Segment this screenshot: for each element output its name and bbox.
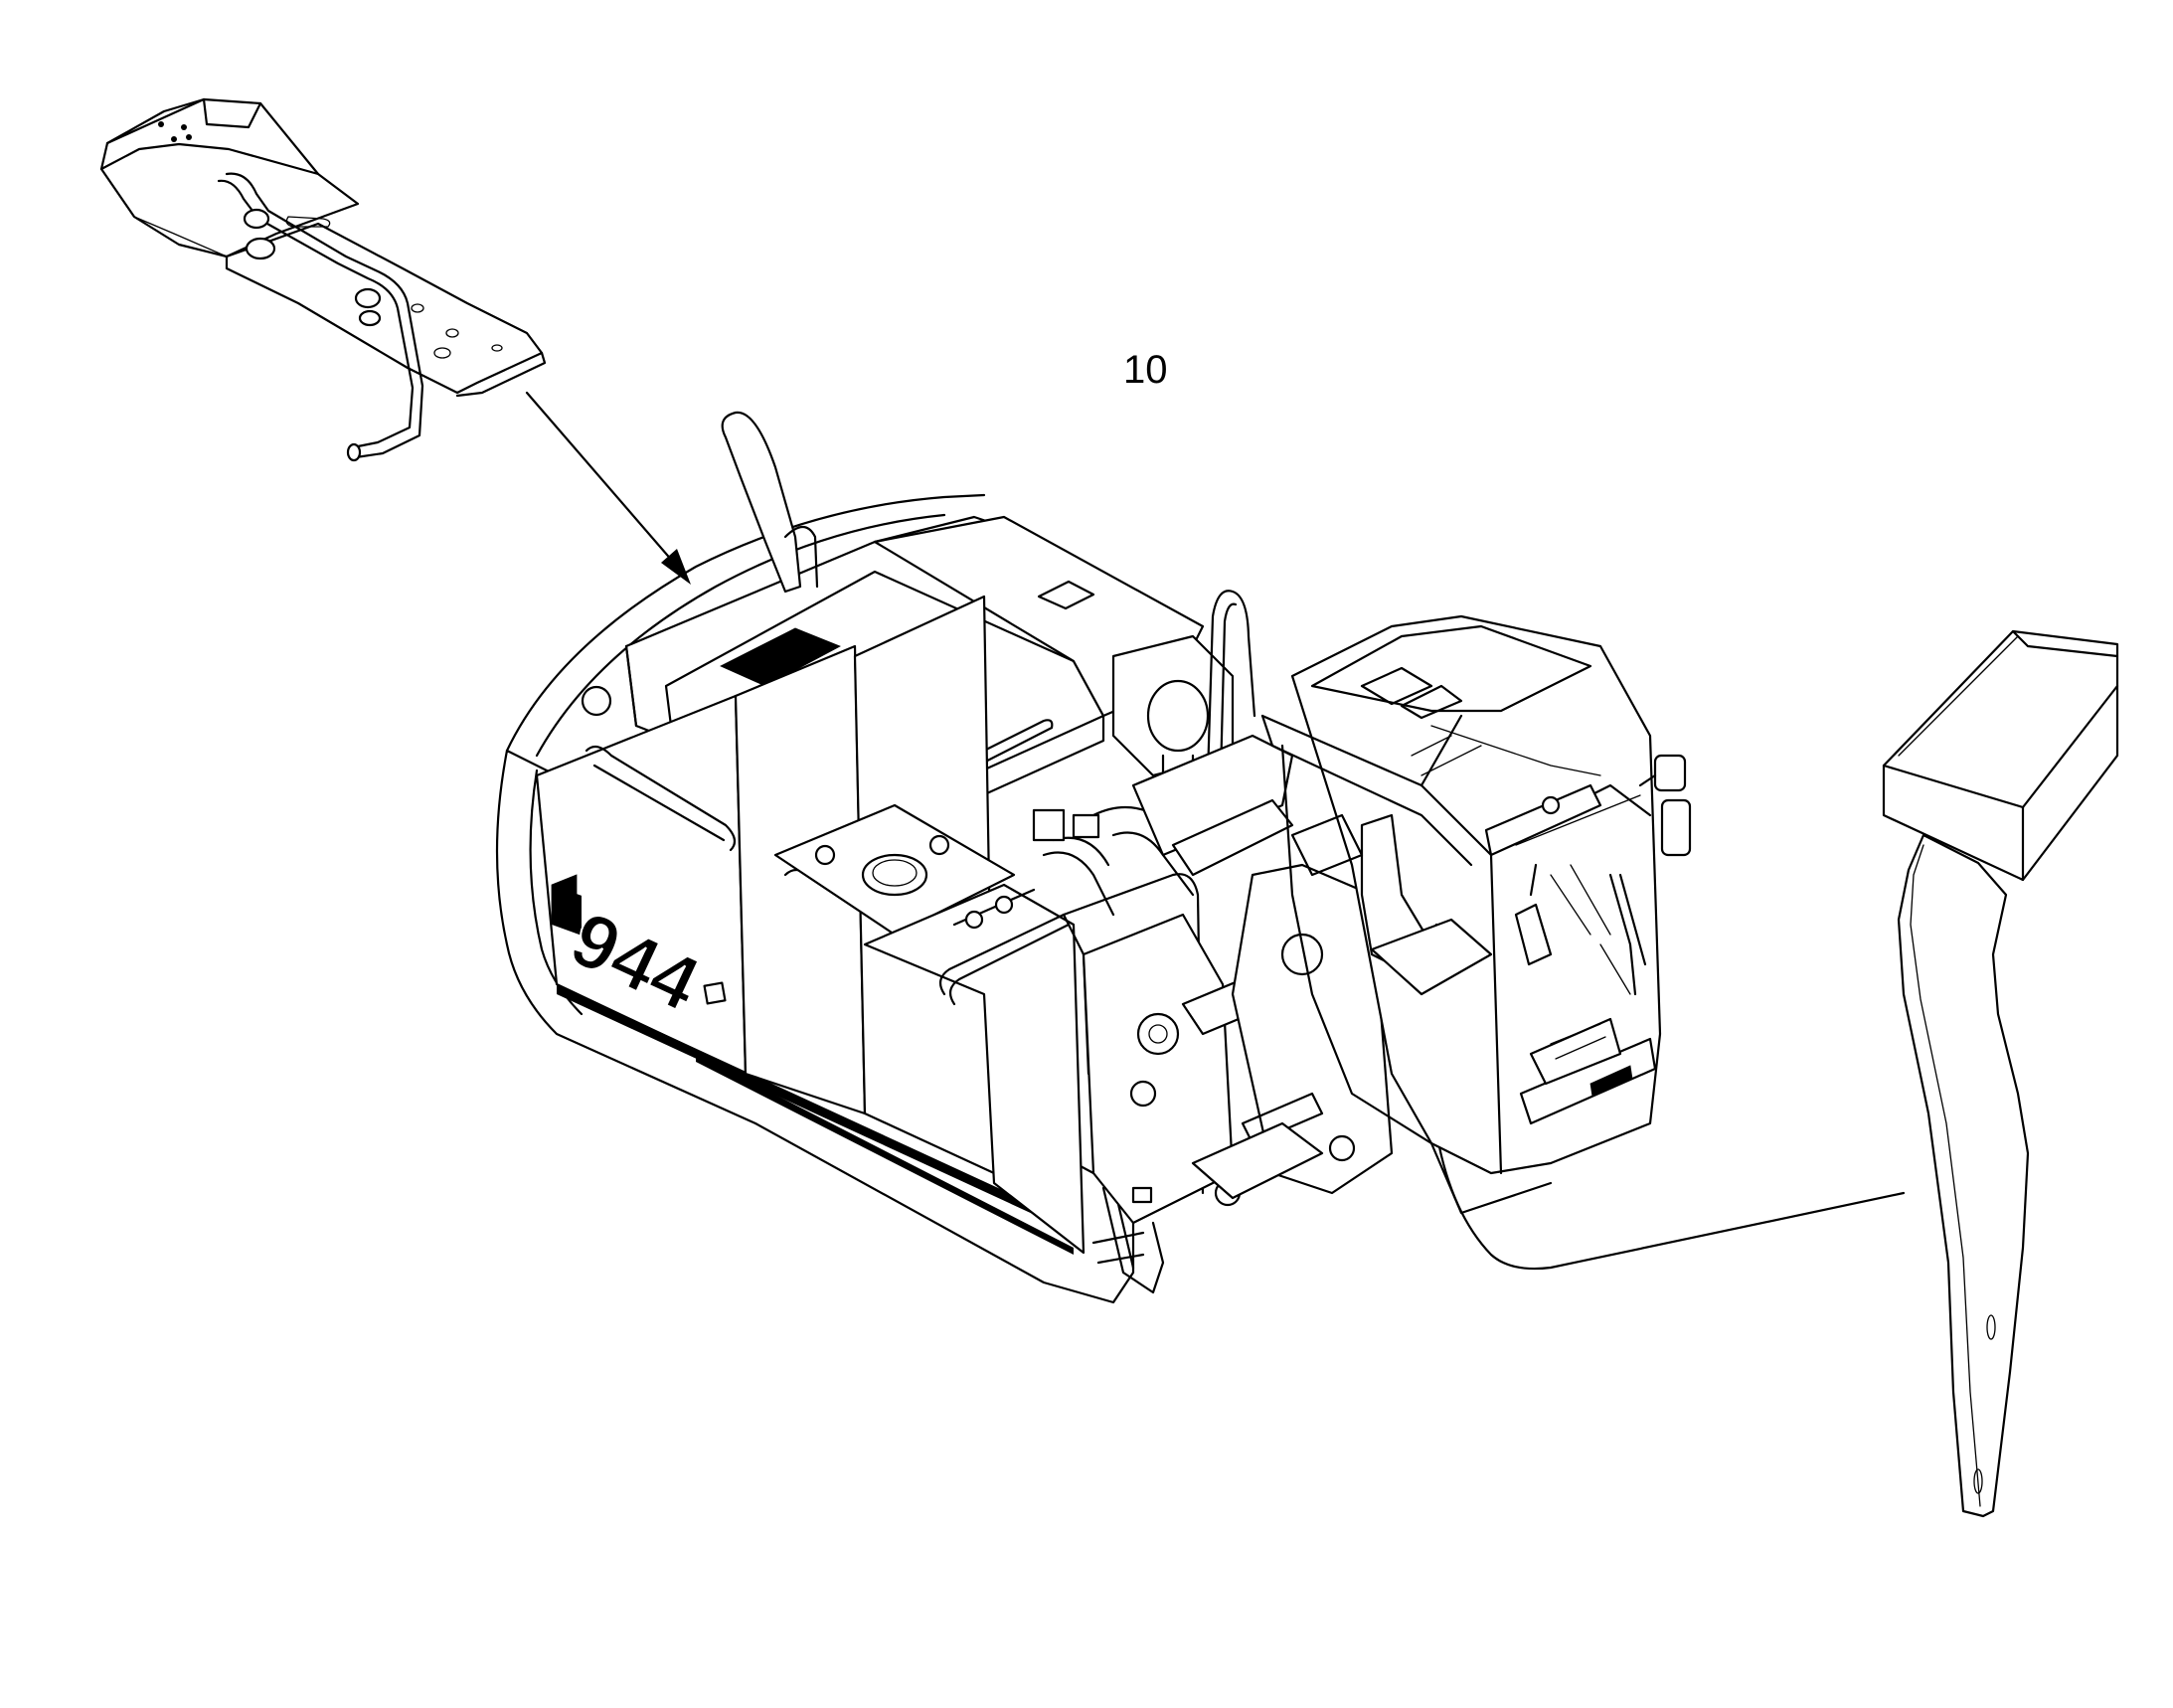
excavator-upper-structure: 944 — [495, 411, 1692, 1304]
callout-number: 10 — [1123, 348, 1168, 392]
leader-arrow-left — [525, 391, 691, 585]
left-footrest-bracket — [99, 97, 547, 462]
right-footrest-bracket — [1882, 629, 2119, 1518]
